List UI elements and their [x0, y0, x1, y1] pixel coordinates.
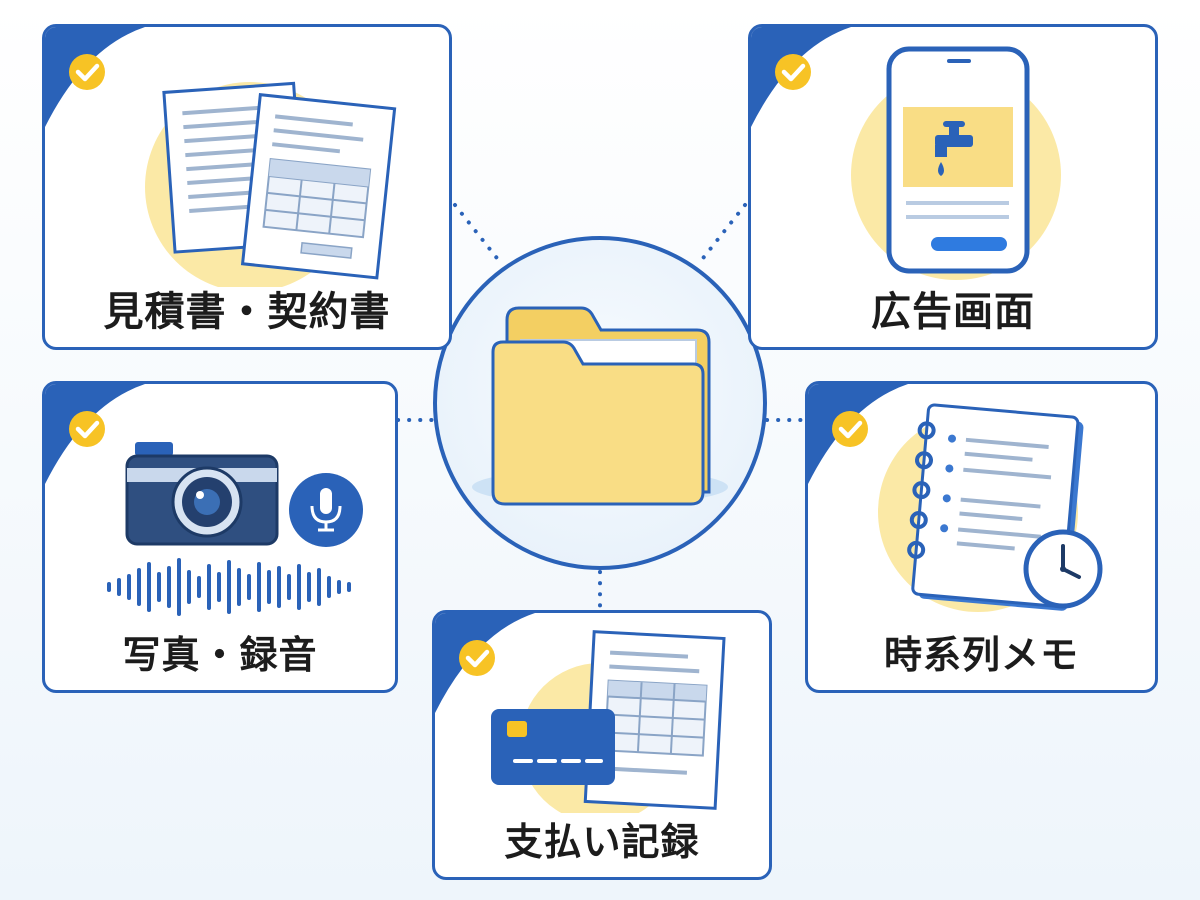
- corner-ribbon: [45, 384, 145, 484]
- card-estimate-contract: 見積書・契約書: [42, 24, 452, 350]
- faucet-icon: [935, 121, 973, 176]
- check-icon: [775, 54, 811, 90]
- notebook-clock-icon: [878, 403, 1103, 612]
- credit-card-receipt-icon: [491, 630, 726, 813]
- card-label: 写真・録音: [122, 633, 318, 677]
- documents-icon: [145, 81, 397, 287]
- corner-ribbon: [435, 613, 535, 713]
- audio-waveform-icon: [107, 558, 351, 616]
- card-ad-screen: 広告画面: [748, 24, 1158, 350]
- card-photo-audio: 写真・録音: [42, 381, 398, 693]
- check-icon: [832, 411, 868, 447]
- folder-icon: [472, 306, 728, 506]
- card-label: 支払い記録: [504, 820, 700, 864]
- card-payment-record: 支払い記録: [432, 610, 772, 880]
- camera-icon: [125, 442, 279, 546]
- check-icon: [69, 411, 105, 447]
- card-label: 時系列メモ: [883, 633, 1079, 677]
- corner-ribbon: [808, 384, 908, 484]
- smartphone-ad-icon: [851, 46, 1061, 280]
- corner-ribbon: [751, 27, 851, 127]
- microphone-icon: [289, 473, 363, 547]
- card-label: 見積書・契約書: [103, 289, 391, 335]
- clock-icon: [1023, 529, 1103, 609]
- check-icon: [69, 54, 105, 90]
- hub-circle: [433, 236, 767, 570]
- card-label: 広告画面: [871, 289, 1035, 335]
- corner-ribbon: [45, 27, 145, 127]
- check-icon: [459, 640, 495, 676]
- card-timeline-memo: 時系列メモ: [805, 381, 1158, 693]
